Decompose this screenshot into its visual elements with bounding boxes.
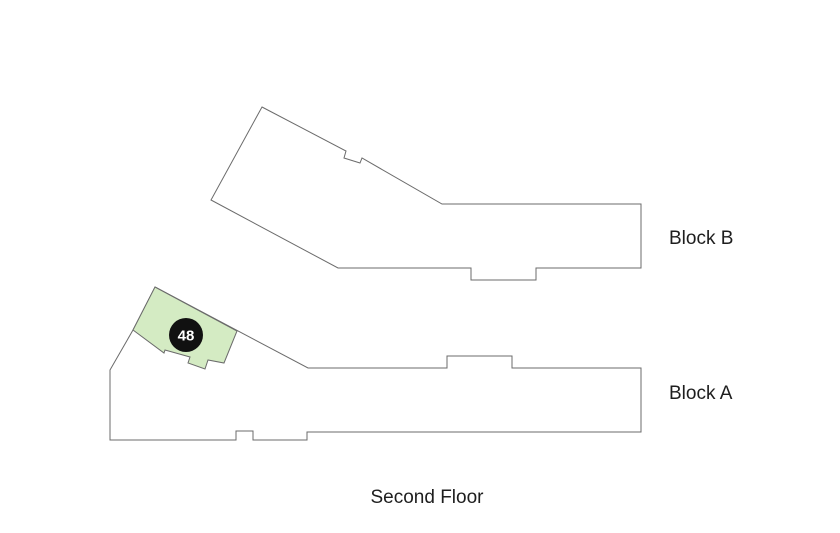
block-b-label: Block B (669, 228, 733, 249)
unit-48-badge[interactable]: 48 (169, 318, 203, 352)
floor-label: Second Floor (370, 487, 484, 508)
block-a-outline[interactable] (109, 286, 642, 441)
block-b-outline[interactable] (210, 106, 642, 281)
block-a-label: Block A (669, 383, 733, 404)
unit-badge-circle (169, 318, 203, 352)
unit-number-label: 48 (178, 328, 195, 345)
